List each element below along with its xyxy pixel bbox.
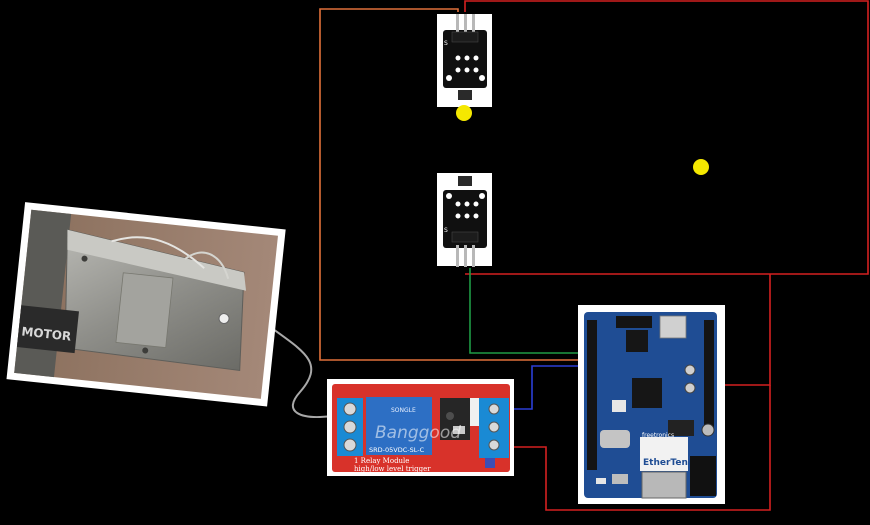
hall-sensor-bottom-label: S	[444, 227, 448, 234]
wire-blue-relay-signal	[512, 365, 585, 410]
wire-gray-motor-cable	[257, 317, 333, 418]
wire-red-relay-power	[512, 385, 771, 511]
relay-module: SONGLE SRD-05VDC-SL-C Banggood 1 Relay M…	[327, 379, 514, 476]
arduino-etherten-board: freetronics EtherTen	[578, 305, 725, 504]
relay-watermark: Banggood	[375, 423, 461, 443]
hall-sensor-top-label: S	[444, 40, 448, 47]
relay-label-line1: 1 Relay Module	[354, 457, 409, 465]
relay-label-line2: high/low level trigger	[354, 465, 431, 473]
wire-orange-sensor-signal	[319, 8, 585, 361]
magnet-indicator-right	[693, 159, 709, 175]
wire-red-top-loop	[464, 0, 869, 275]
relay-rating: SRD-05VDC-SL-C	[369, 446, 425, 454]
hall-sensor-top: S	[437, 14, 492, 107]
magnet-indicator-top	[456, 105, 472, 121]
relay-brand: SONGLE	[391, 407, 416, 414]
arduino-model: EtherTen	[643, 458, 688, 468]
motor-photo: MOTOR	[6, 202, 286, 407]
wires	[257, 0, 869, 511]
hall-sensor-bottom: S	[437, 173, 492, 267]
motor-label: MOTOR	[21, 324, 72, 343]
wire-green-sensor-signal	[469, 268, 585, 354]
arduino-brand: freetronics	[642, 432, 674, 439]
wire-red-arduino-vcc	[722, 274, 771, 386]
